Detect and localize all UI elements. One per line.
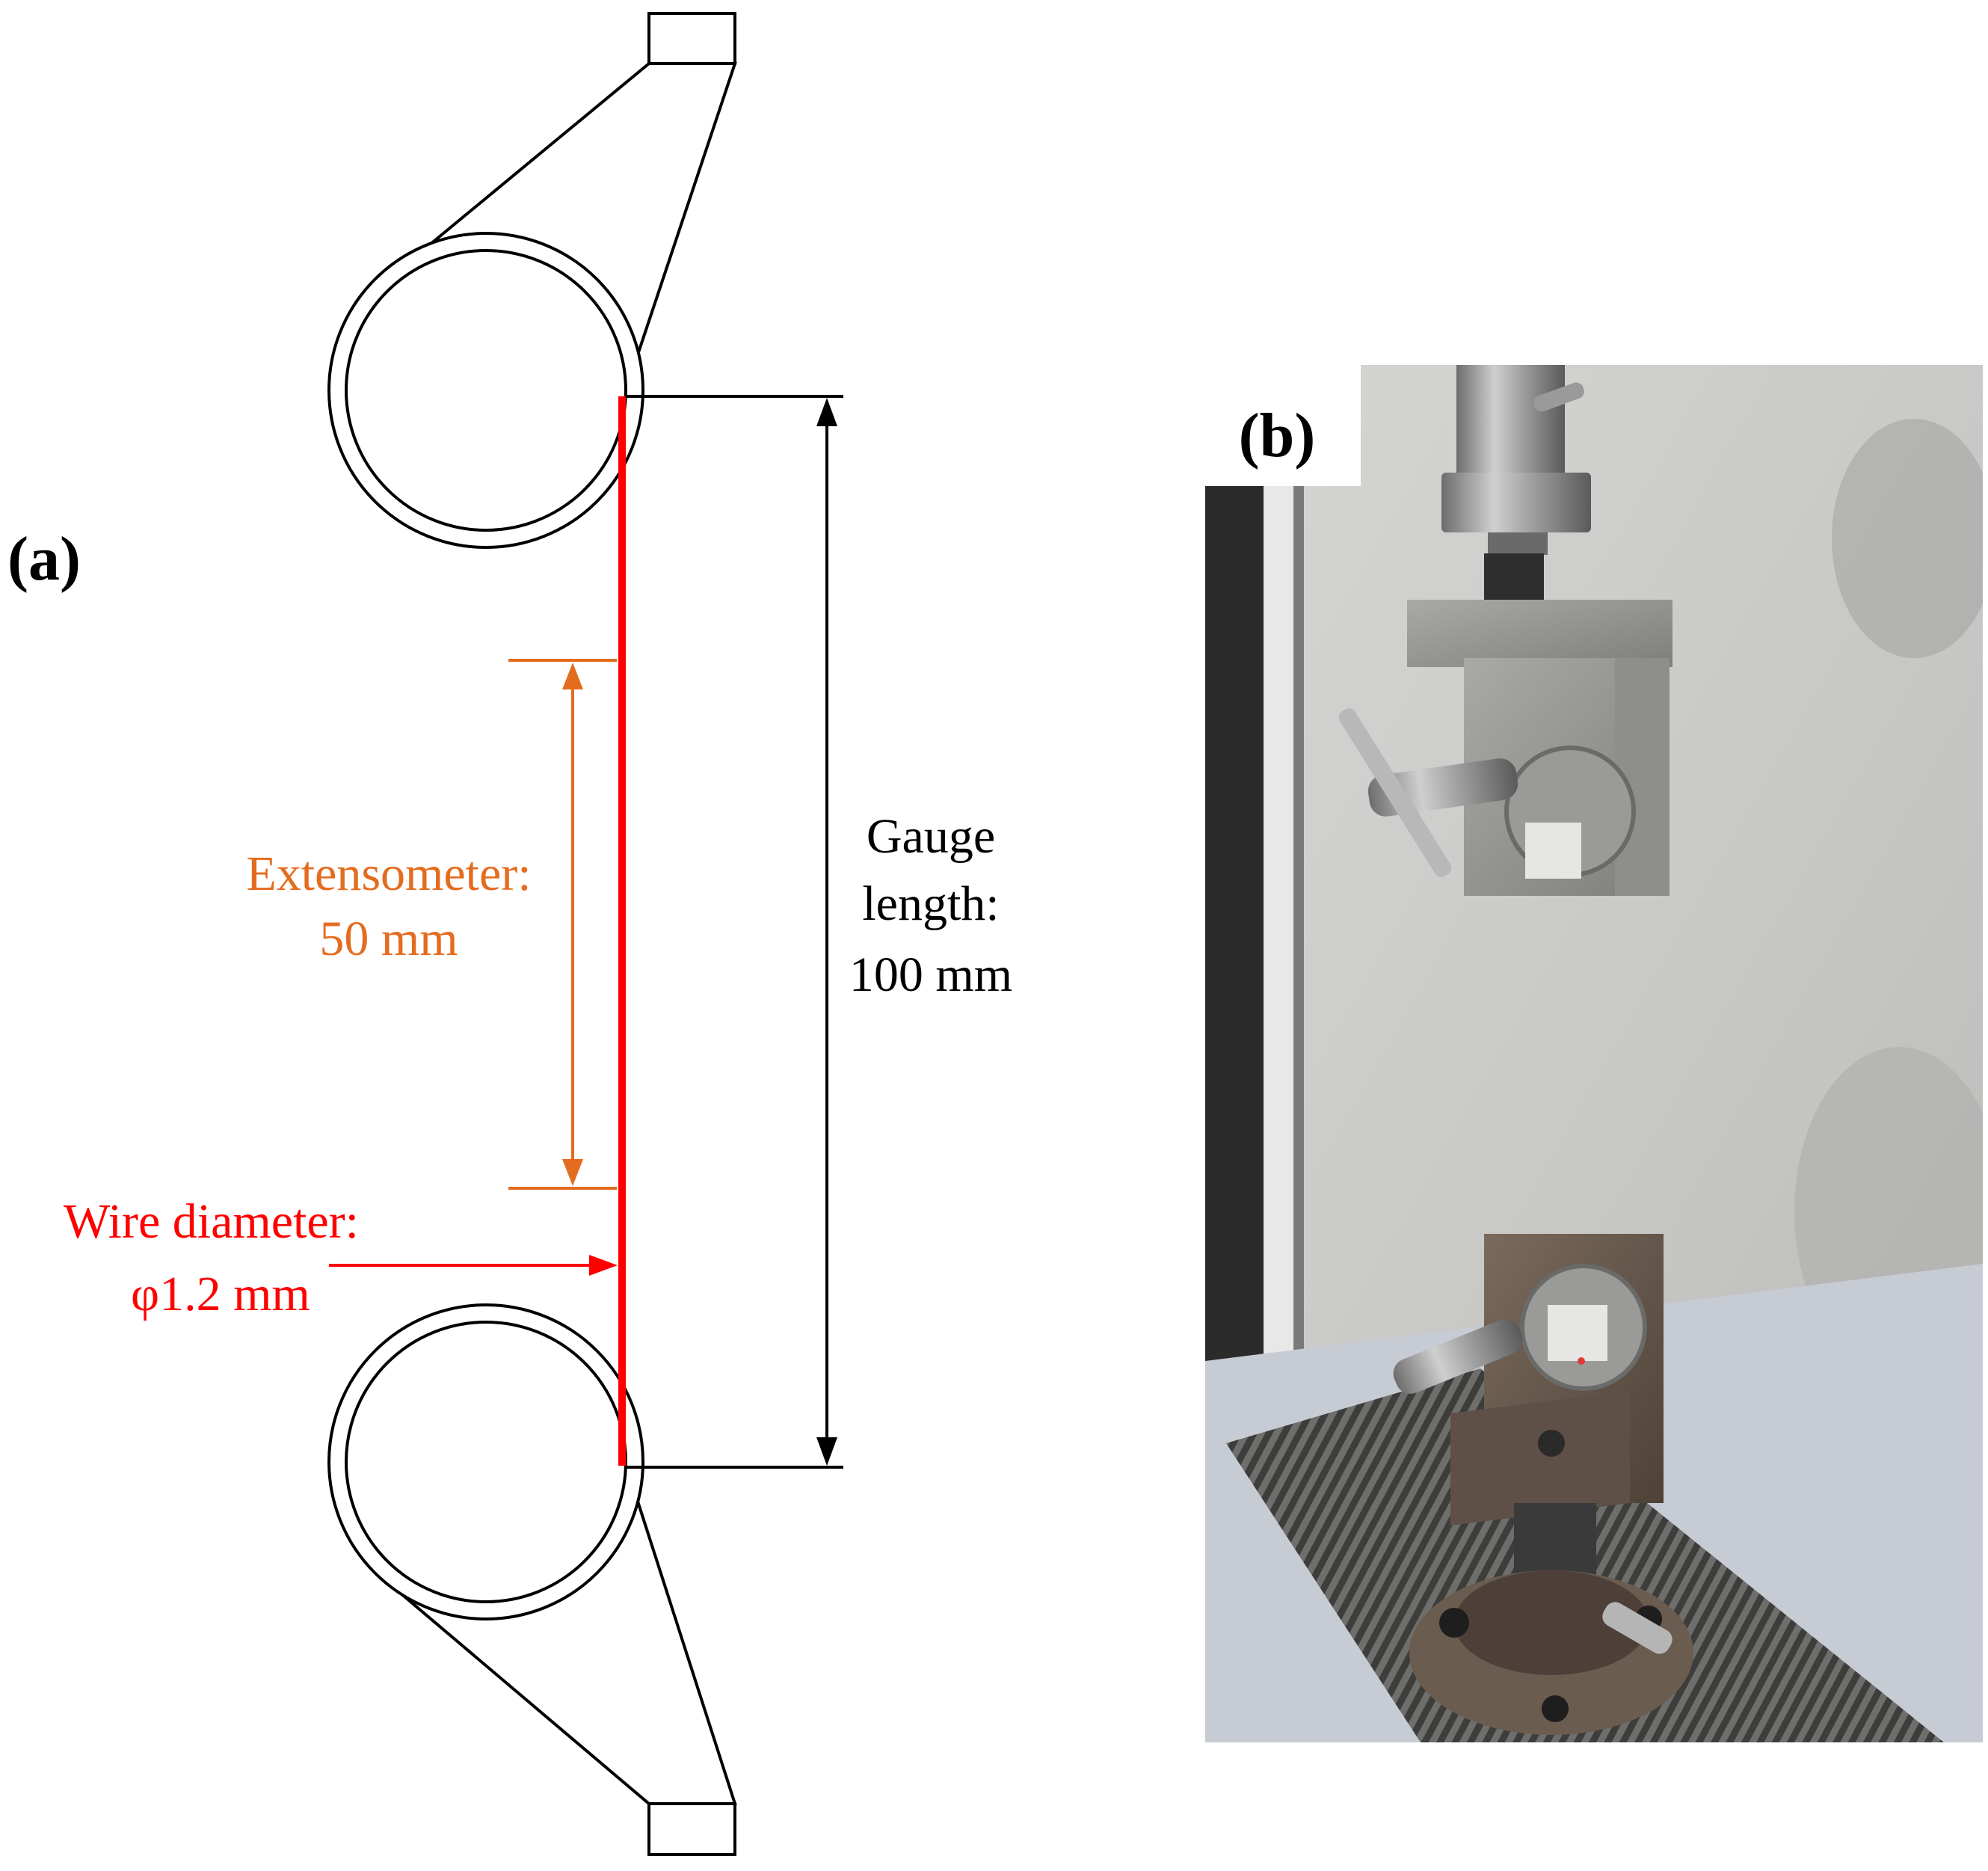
extensometer-label-line2: 50 mm <box>319 912 458 966</box>
upper-grip-t-handle <box>1338 708 1452 877</box>
upper-actuator-rod <box>1456 365 1565 477</box>
extensometer-label-line1: Extensometer: <box>246 847 531 901</box>
panel-b-label: (b) <box>1239 401 1316 470</box>
lower-grip-ledge <box>1450 1391 1630 1526</box>
gauge-label-line3: 100 mm <box>849 947 1012 1002</box>
wire-diameter-arrow-head <box>589 1255 618 1276</box>
gauge-length-dimension <box>627 395 843 1469</box>
extensometer-arrow-down <box>562 1159 583 1186</box>
panel-b-label-background <box>1205 365 1361 486</box>
gauge-arrow-up <box>816 398 837 426</box>
upper-grip-block-top <box>1407 600 1672 667</box>
upper-grip-clamp <box>647 12 736 65</box>
panel-b-photo: (b) <box>1205 365 1983 1742</box>
gauge-label-line2: length: <box>862 876 999 931</box>
lower-grip-inner-ring <box>345 1321 627 1603</box>
panel-a-label: (a) <box>7 524 81 594</box>
wire-diameter-pointer <box>329 1255 618 1276</box>
upper-nut <box>1484 553 1544 600</box>
wire-diameter-label-line1: Wire diameter: <box>64 1194 359 1249</box>
wire-diameter-label-line2: φ1.2 mm <box>131 1267 310 1321</box>
machine-frame-edge <box>1264 486 1293 1383</box>
lower-grip-clamp <box>647 1802 736 1856</box>
upper-grip <box>327 12 737 549</box>
extensometer-dimension <box>508 659 617 1190</box>
lower-grip-pin <box>1393 1319 1523 1394</box>
panel-a-diagram: (a) Extensometer: 50 mm Gauge length: 10… <box>7 12 1012 1856</box>
extensometer-arrow-up <box>562 663 583 689</box>
upper-actuator-collar <box>1441 473 1591 532</box>
upper-grip-inner-ring <box>345 249 627 532</box>
gauge-label-line1: Gauge <box>867 809 995 864</box>
gauge-arrow-down <box>816 1437 837 1466</box>
lower-grip <box>327 1303 737 1856</box>
